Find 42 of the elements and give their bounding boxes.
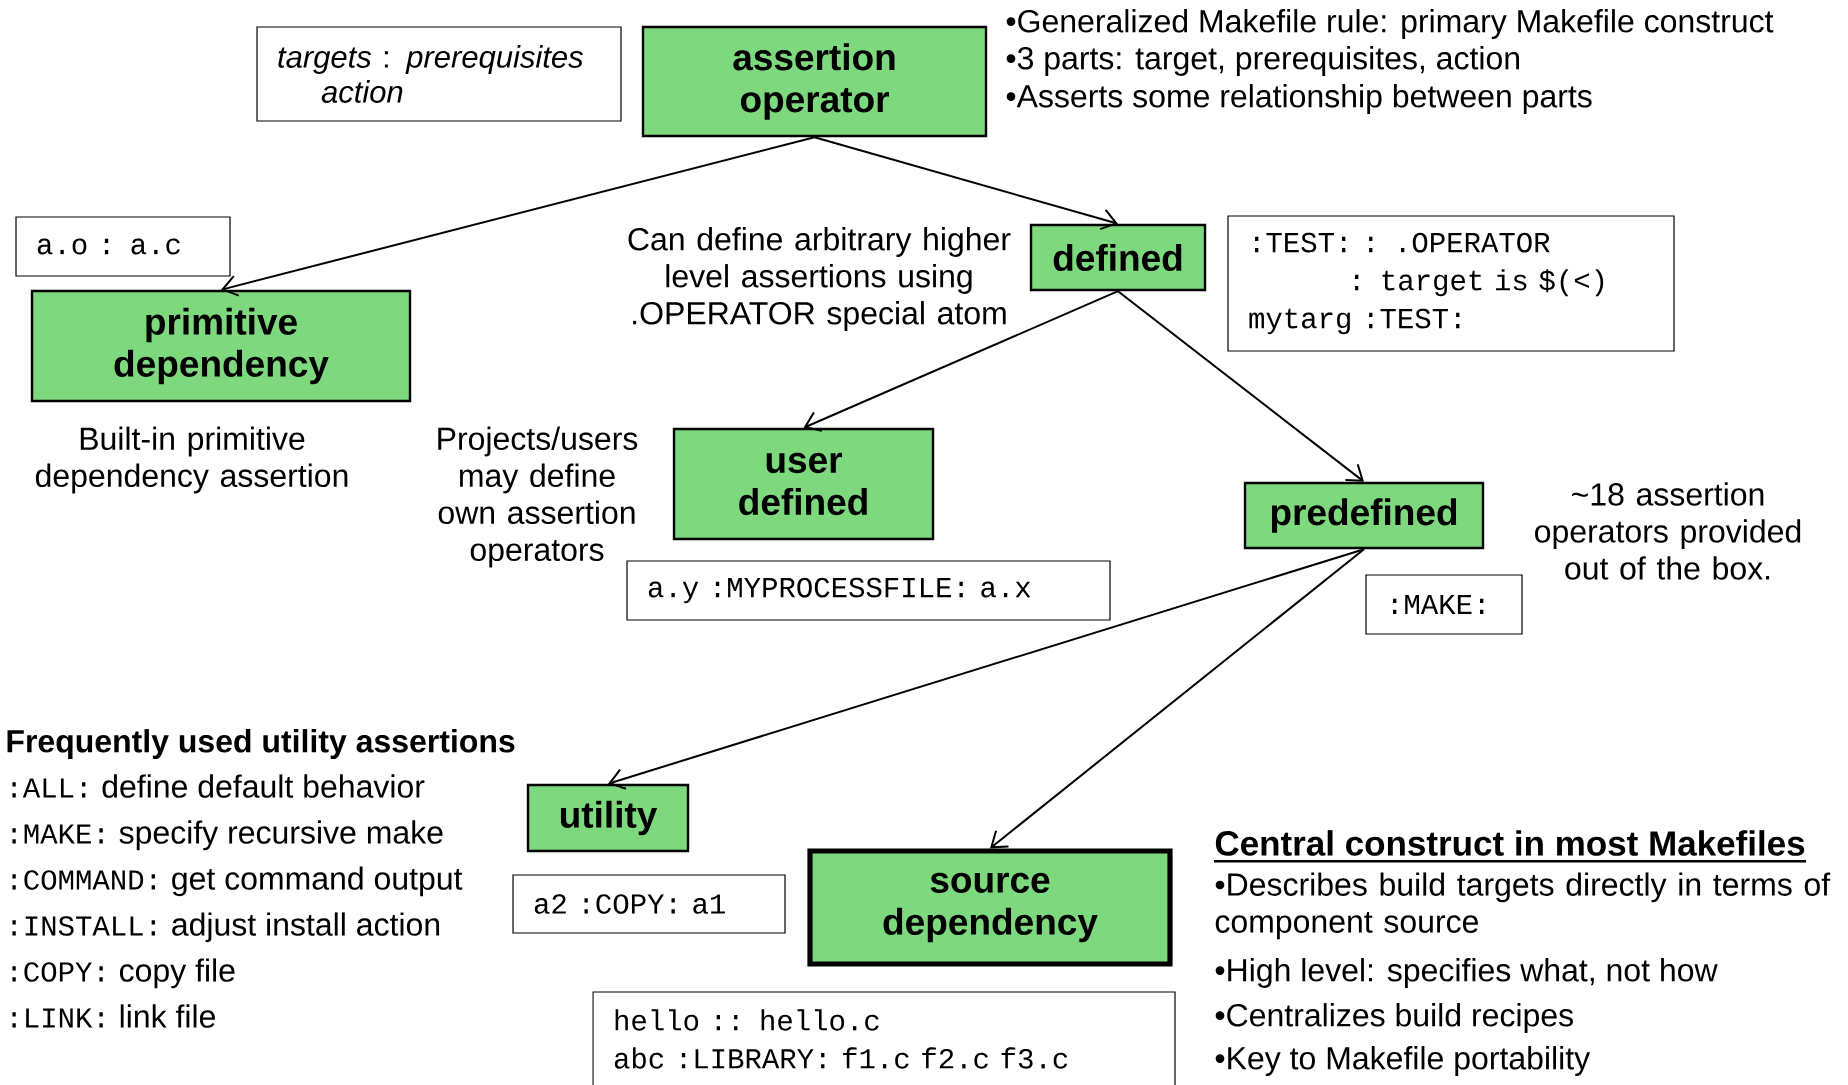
description-text: specify recursive make bbox=[119, 820, 443, 851]
process-box: defined bbox=[1029, 223, 1207, 292]
code-box: :TEST: : .OPERATOR : target is $(<) mytarg :TEST: bbox=[1227, 215, 1675, 352]
rule-syntax-box: targets : prerequisites action bbox=[256, 26, 622, 122]
bullet-text: •Key to Makefile portability bbox=[1215, 1046, 1591, 1076]
arrow bbox=[990, 548, 1365, 849]
code-box: a.o : a.c bbox=[15, 216, 231, 277]
arrow bbox=[1117, 290, 1365, 482]
description-text: link file bbox=[120, 1004, 215, 1028]
caption-text: ~18 assertion operators provided out of the box. bbox=[1535, 482, 1801, 580]
description-text: define default behavior bbox=[102, 774, 425, 798]
code-keyword: :COMMAND: bbox=[12, 870, 155, 890]
description-text: get command output bbox=[172, 866, 463, 897]
list-heading: Frequently used utility assertions bbox=[7, 729, 515, 759]
description-text: adjust install action bbox=[172, 912, 440, 943]
code-keyword: :MAKE: bbox=[12, 824, 103, 844]
bullet-text: •High level: specifies what, not how bbox=[1215, 958, 1718, 988]
arrow bbox=[608, 548, 1365, 790]
code-keyword: :COPY: bbox=[12, 962, 103, 982]
code-box: hello :: hello.c abc :LIBRARY: f1.c f2.c f3.c bbox=[592, 991, 1176, 1085]
process-box: source dependency bbox=[807, 848, 1173, 967]
bullet-text: •Generalized Makefile rule: primary Makefile construct bbox=[1006, 9, 1774, 39]
process-box: predefined bbox=[1243, 481, 1485, 550]
code-box: a2 :COPY: a1 bbox=[512, 874, 786, 934]
code-keyword: :ALL: bbox=[12, 778, 86, 798]
bullet-text: •Centralizes build recipes bbox=[1215, 1003, 1573, 1033]
code-keyword: :INSTALL: bbox=[12, 916, 155, 936]
arrow bbox=[803, 290, 1119, 432]
description-text: copy file bbox=[119, 958, 235, 989]
process-box: utility bbox=[526, 783, 690, 853]
bullet-text: •Describes build targets directly in terms of component source bbox=[1215, 872, 1831, 940]
code-box: :MAKE: bbox=[1365, 574, 1523, 635]
caption-text: Can define arbitrary higher level assertions using .OPERATOR special atom bbox=[628, 227, 1011, 331]
process-box: assertion operator bbox=[641, 25, 988, 138]
code-box: a.y :MYPROCESSFILE: a.x bbox=[626, 560, 1111, 621]
arrow bbox=[813, 136, 1118, 231]
process-box: user defined bbox=[672, 427, 935, 541]
arrow bbox=[221, 136, 816, 297]
section-heading: Central construct in most Makefiles bbox=[1214, 830, 1807, 863]
caption-text: Built-in primitive dependency assertion bbox=[35, 426, 348, 494]
code-keyword: :LINK: bbox=[12, 1008, 103, 1028]
process-box: primitive dependency bbox=[30, 289, 412, 403]
